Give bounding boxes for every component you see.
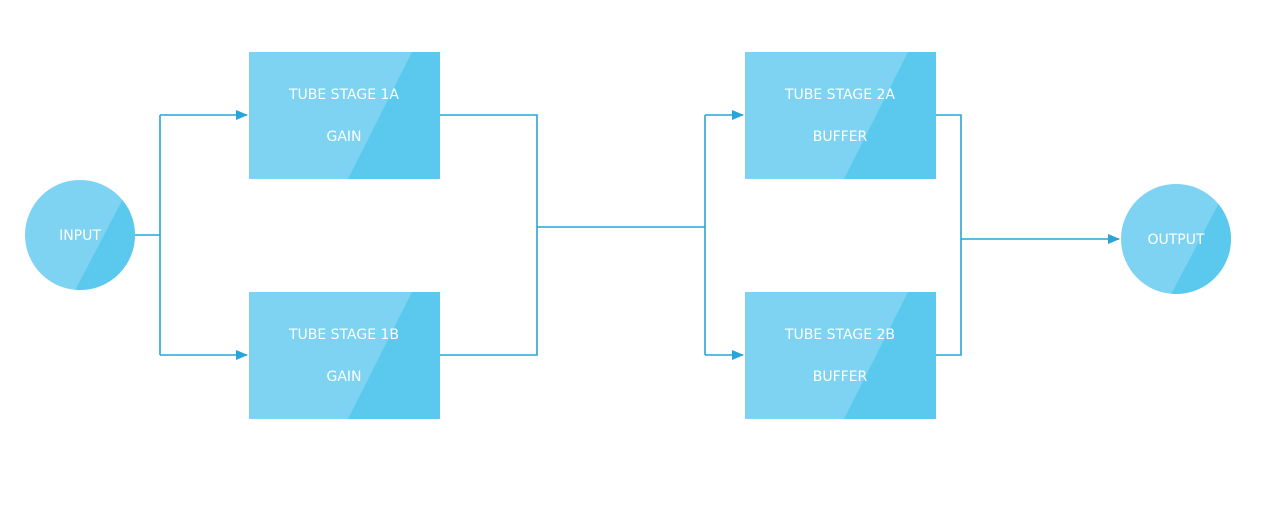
stage-1a-box[interactable]: TUBE STAGE 1A GAIN bbox=[249, 52, 440, 179]
output-label: OUTPUT bbox=[1147, 232, 1205, 248]
stage-2a-subtitle: BUFFER bbox=[813, 129, 868, 145]
stage-2a-title: TUBE STAGE 2A bbox=[784, 87, 895, 103]
connectors bbox=[135, 110, 1120, 360]
stage-1a-title: TUBE STAGE 1A bbox=[288, 87, 399, 103]
stage-1b-title: TUBE STAGE 1B bbox=[288, 327, 399, 343]
stage-1b-box[interactable]: TUBE STAGE 1B GAIN bbox=[249, 292, 440, 419]
stage-2b-box[interactable]: TUBE STAGE 2B BUFFER bbox=[745, 292, 936, 419]
connector-from-stage-1a bbox=[440, 114, 538, 356]
input-label: INPUT bbox=[59, 228, 101, 244]
stage-2a-box[interactable]: TUBE STAGE 2A BUFFER bbox=[745, 52, 936, 179]
input-node[interactable]: INPUT bbox=[25, 180, 140, 300]
output-node[interactable]: OUTPUT bbox=[1121, 184, 1236, 304]
stage-1b-subtitle: GAIN bbox=[326, 369, 361, 385]
stage-2b-title: TUBE STAGE 2B bbox=[784, 327, 895, 343]
stage-1a-subtitle: GAIN bbox=[326, 129, 361, 145]
connector-from-stage-2 bbox=[936, 114, 962, 356]
stage-2b-subtitle: BUFFER bbox=[813, 369, 868, 385]
